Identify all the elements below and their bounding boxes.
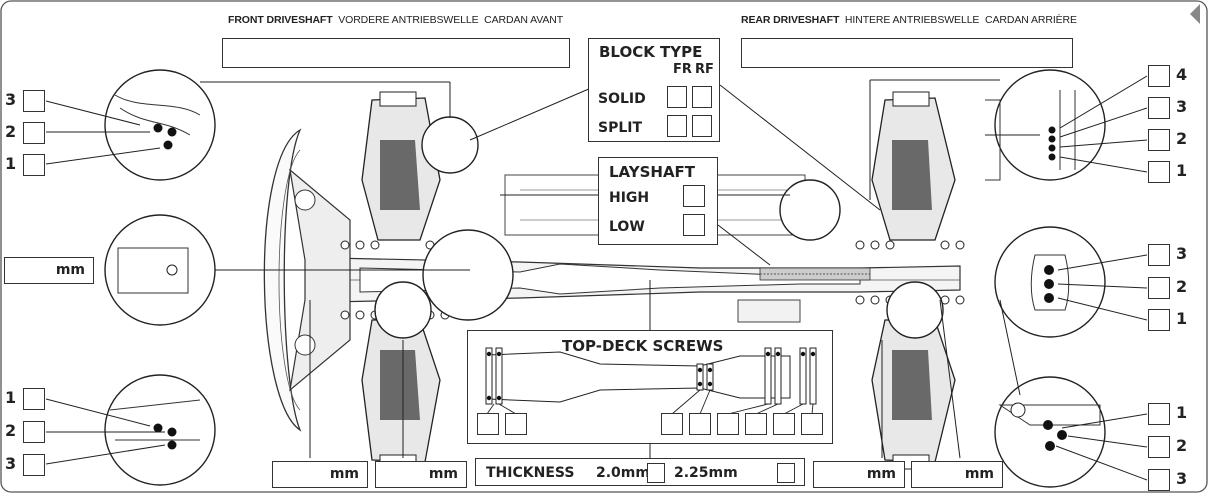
rear-driveshaft-header: REAR DRIVESHAFT HINTERE ANTRIEBSWELLE CA… xyxy=(741,14,1077,26)
rear-mid-pos-1-label: 1 xyxy=(1176,309,1188,328)
front-right-ride-mm-field[interactable]: mm xyxy=(375,461,467,488)
rear-lower-pos-3-label: 3 xyxy=(1176,469,1188,488)
rear-upper-pos-3-checkbox[interactable] xyxy=(1148,97,1170,119)
thickness-option-2-0: 2.0mm xyxy=(596,465,650,481)
thickness-2-0-checkbox[interactable] xyxy=(647,463,665,483)
front-lower-pos-2-label: 2 xyxy=(5,421,17,440)
rear-lower-pos-2-checkbox[interactable] xyxy=(1148,436,1170,458)
block-solid-rf-checkbox[interactable] xyxy=(692,86,712,108)
rear-upper-pos-1-checkbox[interactable] xyxy=(1148,161,1170,183)
thickness-label: THICKNESS xyxy=(486,465,575,481)
block-type-title: BLOCK TYPE xyxy=(599,43,703,61)
layshaft-high-checkbox[interactable] xyxy=(683,185,705,207)
block-type-col-rf: RF xyxy=(695,62,714,77)
callout-front-camber xyxy=(421,116,479,174)
front-bulkhead-mm-field[interactable]: mm xyxy=(4,257,94,284)
layshaft-high-label: HIGH xyxy=(609,190,650,206)
front-driveshaft-header: FRONT DRIVESHAFT VORDERE ANTRIEBSWELLE C… xyxy=(228,14,563,26)
front-upper-pos-2-label: 2 xyxy=(5,122,17,141)
rear-upper-pos-4-checkbox[interactable] xyxy=(1148,65,1170,87)
callout-rear-upper-hub xyxy=(994,69,1106,181)
callout-layshaft-gear xyxy=(422,229,514,321)
front-left-suspension-assembly xyxy=(361,91,441,241)
front-lower-pos-3-label: 3 xyxy=(5,454,17,473)
callout-rear-wheel-mount xyxy=(779,179,841,241)
block-type-split-label: SPLIT xyxy=(598,120,643,136)
rear-upper-pos-3-label: 3 xyxy=(1176,97,1188,116)
rear-driveshaft-field[interactable] xyxy=(741,38,1073,68)
servo-mount xyxy=(737,299,801,323)
rear-mid-pos-2-checkbox[interactable] xyxy=(1148,277,1170,299)
front-driveshaft-title: FRONT DRIVESHAFT xyxy=(228,14,333,26)
rear-lower-pos-1-label: 1 xyxy=(1176,403,1188,422)
front-lower-pos-1-checkbox[interactable] xyxy=(23,388,45,410)
rear-upper-pos-4-label: 4 xyxy=(1176,65,1188,84)
rear-driveshaft-title: REAR DRIVESHAFT xyxy=(741,14,840,26)
rear-lower-pos-2-label: 2 xyxy=(1176,436,1188,455)
rear-arm-screws xyxy=(855,240,965,305)
block-split-rf-checkbox[interactable] xyxy=(692,115,712,137)
rear-mid-pos-3-label: 3 xyxy=(1176,244,1188,263)
topdeck-screw-checkbox-6[interactable] xyxy=(745,413,767,435)
front-upper-pos-3-checkbox[interactable] xyxy=(23,90,45,112)
rear-left-suspension-assembly xyxy=(871,91,956,241)
corner-mark xyxy=(1190,4,1200,24)
layshaft-low-checkbox[interactable] xyxy=(683,214,705,236)
front-upper-pos-1-checkbox[interactable] xyxy=(23,154,45,176)
front-upper-pos-2-checkbox[interactable] xyxy=(23,122,45,144)
block-type-panel: BLOCK TYPE FR RF SOLID SPLIT xyxy=(588,38,720,142)
front-left-ride-mm-field[interactable]: mm xyxy=(272,461,368,488)
topdeck-screw-checkbox-1[interactable] xyxy=(477,413,499,435)
topdeck-screws-panel: TOP-DECK SCREWS xyxy=(467,330,833,444)
thickness-panel: THICKNESS 2.0mm 2.25mm xyxy=(475,458,805,486)
callout-rear-hub-lower xyxy=(886,281,944,339)
topdeck-screw-checkbox-4[interactable] xyxy=(689,413,711,435)
rear-driveshaft-fr: CARDAN ARRIÈRE xyxy=(984,14,1077,26)
front-lower-pos-2-checkbox[interactable] xyxy=(23,421,45,443)
rear-upper-pos-1-label: 1 xyxy=(1176,161,1188,180)
rear-driveshaft-de: HINTERE ANTRIEBSWELLE xyxy=(844,14,980,26)
rear-lower-pos-1-checkbox[interactable] xyxy=(1148,403,1170,425)
rear-mid-pos-2-label: 2 xyxy=(1176,277,1188,296)
topdeck-screw-checkbox-7[interactable] xyxy=(773,413,795,435)
rear-upper-pos-2-label: 2 xyxy=(1176,129,1188,148)
rear-right-ride-mm-field[interactable]: mm xyxy=(911,461,1003,488)
callout-front-bulkhead xyxy=(104,214,216,326)
front-lower-pos-3-checkbox[interactable] xyxy=(23,454,45,476)
topdeck-screw-checkbox-2[interactable] xyxy=(505,413,527,435)
block-type-solid-label: SOLID xyxy=(598,91,646,107)
rear-left-ride-mm-field[interactable]: mm xyxy=(813,461,905,488)
topdeck-screw-checkbox-5[interactable] xyxy=(717,413,739,435)
layshaft-low-label: LOW xyxy=(609,219,645,235)
block-solid-fr-checkbox[interactable] xyxy=(667,86,687,108)
rear-lower-pos-3-checkbox[interactable] xyxy=(1148,469,1170,491)
front-bumper xyxy=(263,128,302,432)
spur-gear xyxy=(759,267,871,281)
front-upper-pos-1-label: 1 xyxy=(5,154,17,173)
rear-mid-pos-1-checkbox[interactable] xyxy=(1148,309,1170,331)
block-split-fr-checkbox[interactable] xyxy=(667,115,687,137)
topdeck-screw-checkbox-3[interactable] xyxy=(661,413,683,435)
layshaft-panel: LAYSHAFT HIGH LOW xyxy=(598,157,718,245)
topdeck-screws-title: TOP-DECK SCREWS xyxy=(562,337,724,355)
rear-upper-pos-2-checkbox[interactable] xyxy=(1148,129,1170,151)
front-driveshaft-de: VORDERE ANTRIEBSWELLE xyxy=(338,14,479,26)
front-driveshaft-fr: CARDAN AVANT xyxy=(484,14,564,26)
front-right-suspension-assembly xyxy=(361,319,441,470)
block-type-col-fr: FR xyxy=(673,62,692,77)
front-lower-pos-1-label: 1 xyxy=(5,388,17,407)
callout-front-hub-lower xyxy=(374,281,432,339)
front-driveshaft-field[interactable] xyxy=(222,38,570,68)
rear-right-suspension-assembly xyxy=(871,319,956,470)
callout-rear-lower-hub xyxy=(994,376,1106,488)
rear-mid-pos-3-checkbox[interactable] xyxy=(1148,244,1170,266)
thickness-option-2-25: 2.25mm xyxy=(674,465,738,481)
front-upper-pos-3-label: 3 xyxy=(5,90,17,109)
thickness-2-25-checkbox[interactable] xyxy=(777,463,795,483)
layshaft-title: LAYSHAFT xyxy=(609,163,696,181)
topdeck-screw-checkbox-8[interactable] xyxy=(801,413,823,435)
